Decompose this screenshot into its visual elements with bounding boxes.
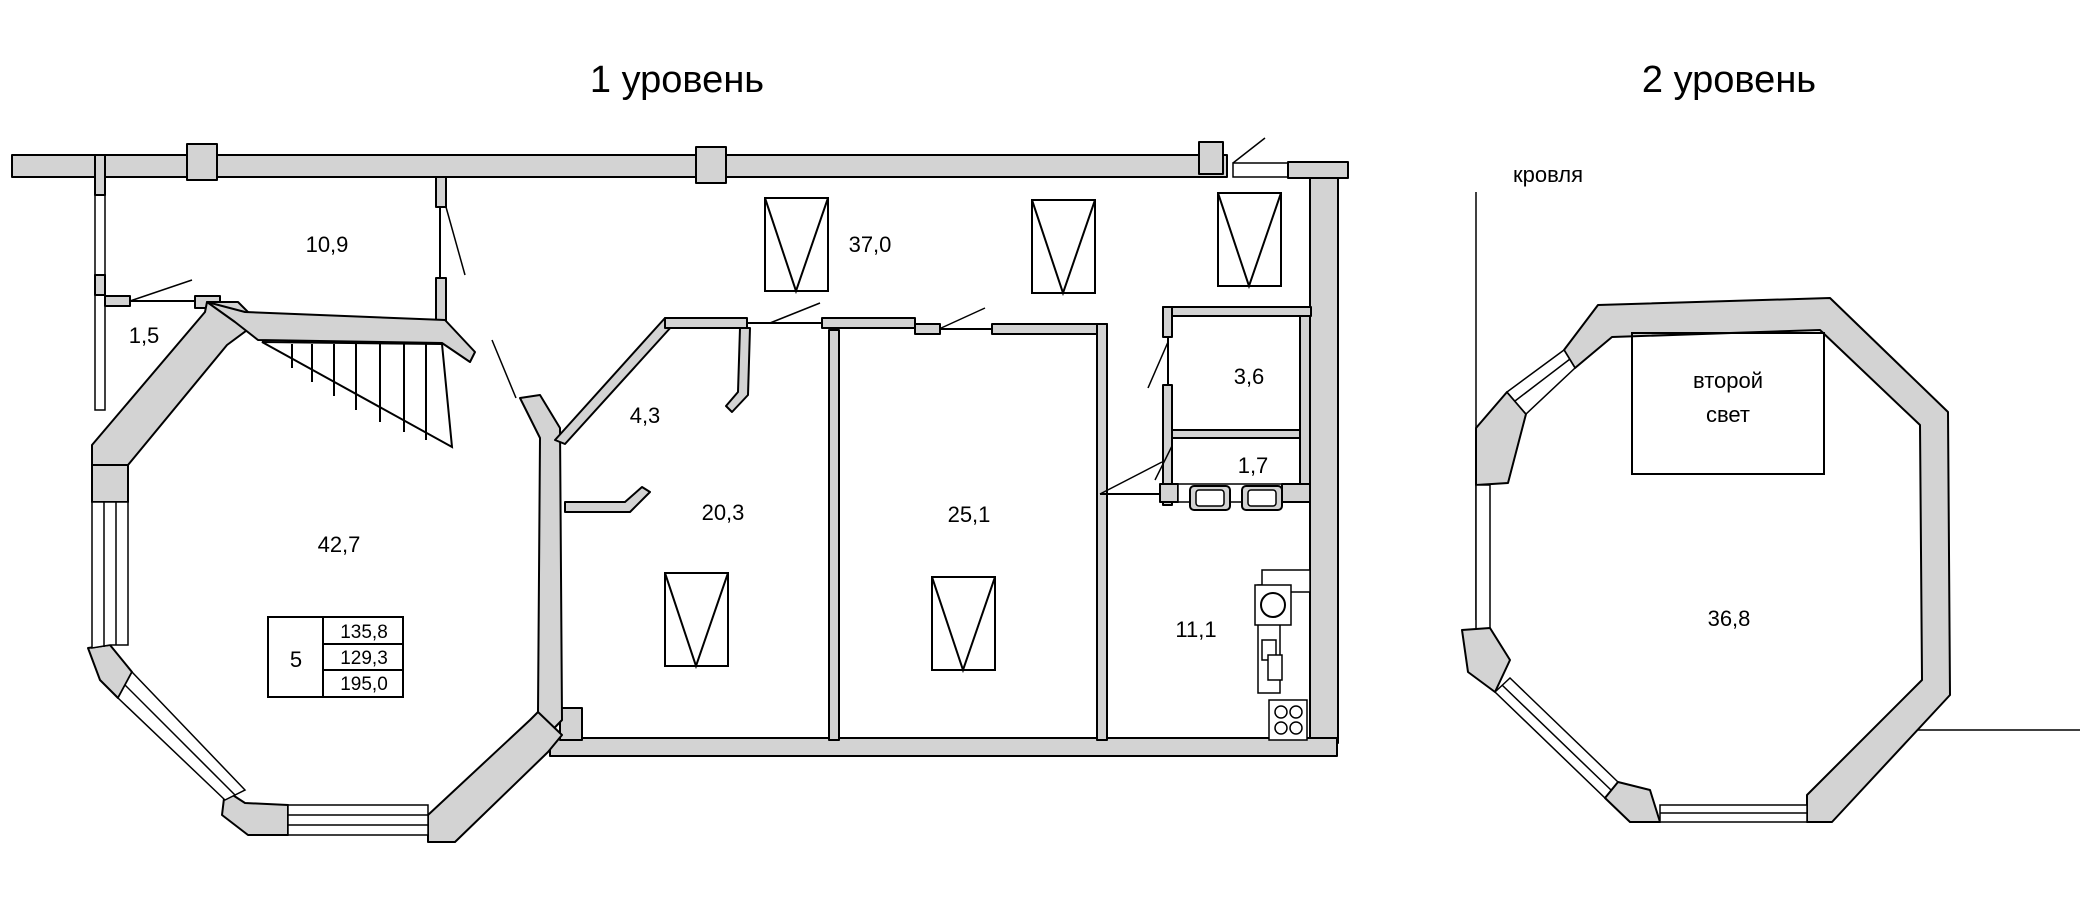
wall-stub — [725, 327, 751, 413]
room-area-label: 25,1 — [948, 502, 991, 527]
room-area-label: 20,3 — [702, 500, 745, 525]
skylight-symbol — [1031, 199, 1096, 297]
octagon-wall-w-top — [91, 464, 129, 503]
wall-stub — [564, 486, 651, 513]
octagon-window-sw — [117, 670, 247, 801]
octagon-window-south — [287, 804, 429, 836]
room-area-label: 4,3 — [630, 403, 661, 428]
partition-20-25 — [828, 329, 840, 741]
room-area-label: 37,0 — [849, 232, 892, 257]
wall-segment — [1287, 161, 1349, 179]
pilaster — [1198, 141, 1224, 175]
room-area-label: 36,8 — [1708, 606, 1751, 631]
second-light-label: свет — [1706, 402, 1750, 427]
level2-wall-nw-corner — [1475, 391, 1527, 486]
room-area-label: 10,9 — [306, 232, 349, 257]
room-area-label: 1,5 — [129, 323, 160, 348]
level-2-title: 2 уровень — [1642, 59, 1816, 101]
summary-table: 5 135,8 129,3 195,0 — [267, 616, 404, 698]
door-swing — [129, 279, 193, 302]
door-swing — [445, 206, 466, 276]
wall-stub — [559, 707, 583, 741]
door-swing — [491, 339, 517, 399]
door-swing — [769, 302, 821, 324]
stove — [1268, 699, 1308, 741]
bottom-exterior-wall — [549, 737, 1338, 757]
staircase — [261, 341, 454, 449]
door-swing — [938, 307, 986, 330]
partition-25-kitchen — [1096, 323, 1108, 741]
room-area-label: 3,6 — [1234, 364, 1265, 389]
level2-wall-s-left — [1604, 781, 1661, 823]
door-swing — [1147, 341, 1169, 389]
top-right-window — [1232, 162, 1289, 178]
second-light-opening — [1631, 332, 1825, 475]
pilaster — [695, 146, 727, 184]
level2-window-west — [1475, 484, 1491, 631]
octagon-window-west — [91, 501, 129, 649]
level2-octagon-wall — [1563, 297, 1951, 823]
door-swing — [1099, 461, 1163, 495]
skylight-symbol — [1217, 192, 1282, 290]
octagon-wall-nw — [91, 301, 259, 466]
pilaster — [186, 143, 218, 181]
room-area-label: 42,7 — [318, 532, 361, 557]
level-2-plan: кровля второй свет 36,8 — [1461, 162, 2080, 823]
summary-table-value: 195,0 — [340, 674, 388, 695]
octagon-wall-n — [206, 301, 476, 363]
room-area-label: 11,1 — [1175, 617, 1216, 642]
level-1-title: 1 уровень — [590, 59, 764, 101]
top-exterior-wall — [11, 154, 1228, 178]
summary-table-number: 5 — [290, 647, 302, 672]
roof-label: кровля — [1513, 162, 1583, 187]
window-swing — [1232, 137, 1266, 164]
right-exterior-wall — [1309, 177, 1339, 744]
level2-wall-sw-corner — [1461, 627, 1511, 693]
second-light-label: второй — [1693, 368, 1763, 393]
summary-table-value: 129,3 — [340, 648, 388, 669]
octagon-wall-se — [427, 711, 563, 843]
skylight-symbol — [664, 572, 729, 670]
room-area-label: 1,7 — [1238, 453, 1269, 478]
level-1-plan: 10,9 1,5 42,7 37,0 4,3 20,3 25,1 3,6 1,7… — [11, 137, 1349, 843]
summary-table-value: 135,8 — [340, 622, 388, 643]
octagon-wall-e — [519, 394, 563, 746]
skylight-symbol — [764, 197, 829, 295]
skylight-symbol — [931, 576, 996, 674]
